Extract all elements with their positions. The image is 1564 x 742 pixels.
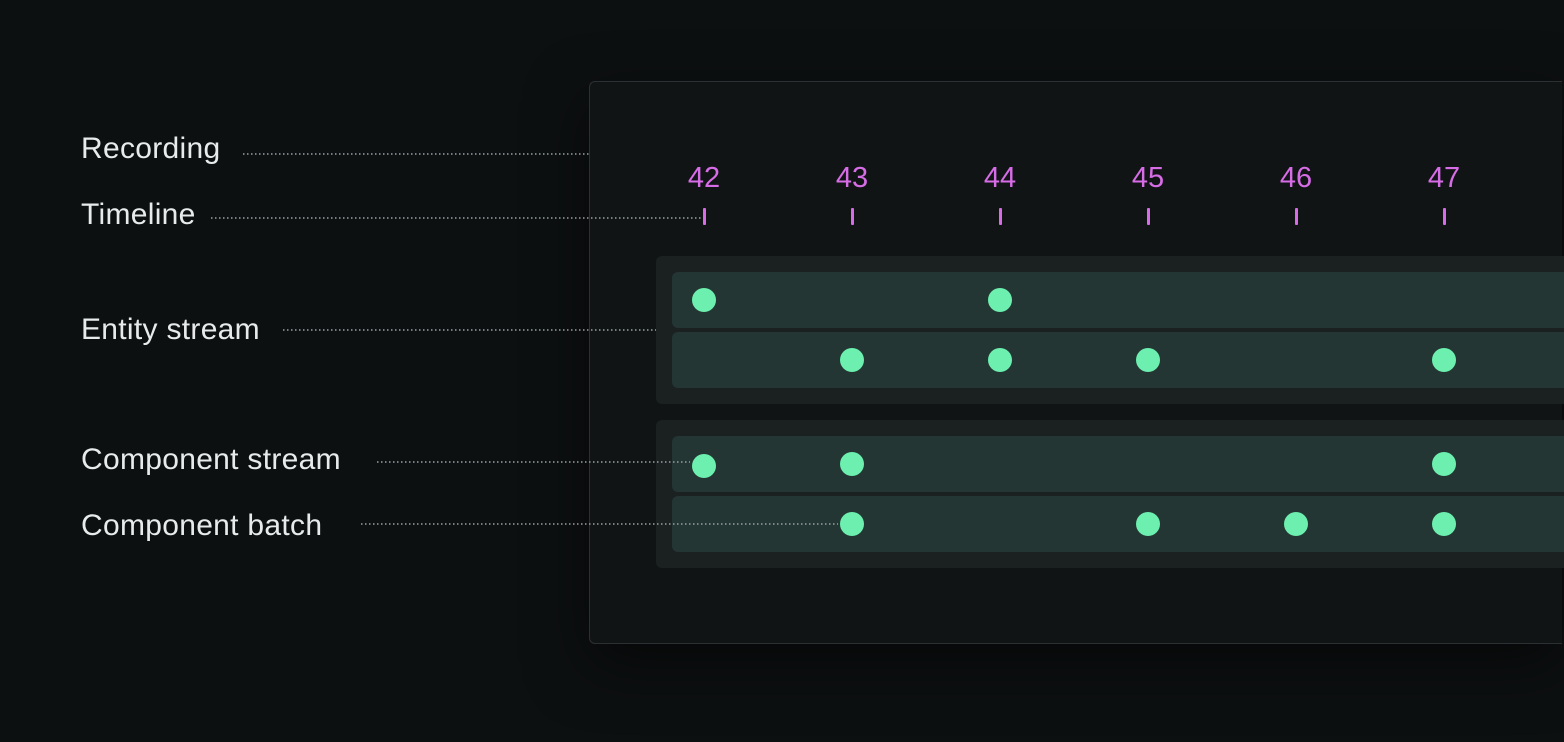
tick-label-45: 45 [1131,162,1165,194]
component-stream-label: Component stream [81,443,341,476]
tick-label-42: 42 [687,162,721,194]
component-lane-1 [672,436,1564,492]
tick-label-46: 46 [1279,162,1313,194]
tick-label-44: 44 [983,162,1017,194]
entity-stream-label: Entity stream [81,313,260,346]
tick-mark-43 [850,208,854,225]
component-lane-2 [672,496,1564,552]
component-batch-label: Component batch [81,509,323,542]
tick-mark-45 [1146,208,1150,225]
recording-label: Recording [81,132,221,165]
tick-mark-44 [998,208,1002,225]
entity-lane-2 [672,332,1564,388]
tick-label-47: 47 [1427,162,1461,194]
tick-label-43: 43 [835,162,869,194]
entity-lane-1 [672,272,1564,328]
tick-mark-46 [1294,208,1298,225]
tick-mark-42 [702,208,706,225]
timeline-label: Timeline [81,198,196,231]
tick-mark-47 [1442,208,1446,225]
